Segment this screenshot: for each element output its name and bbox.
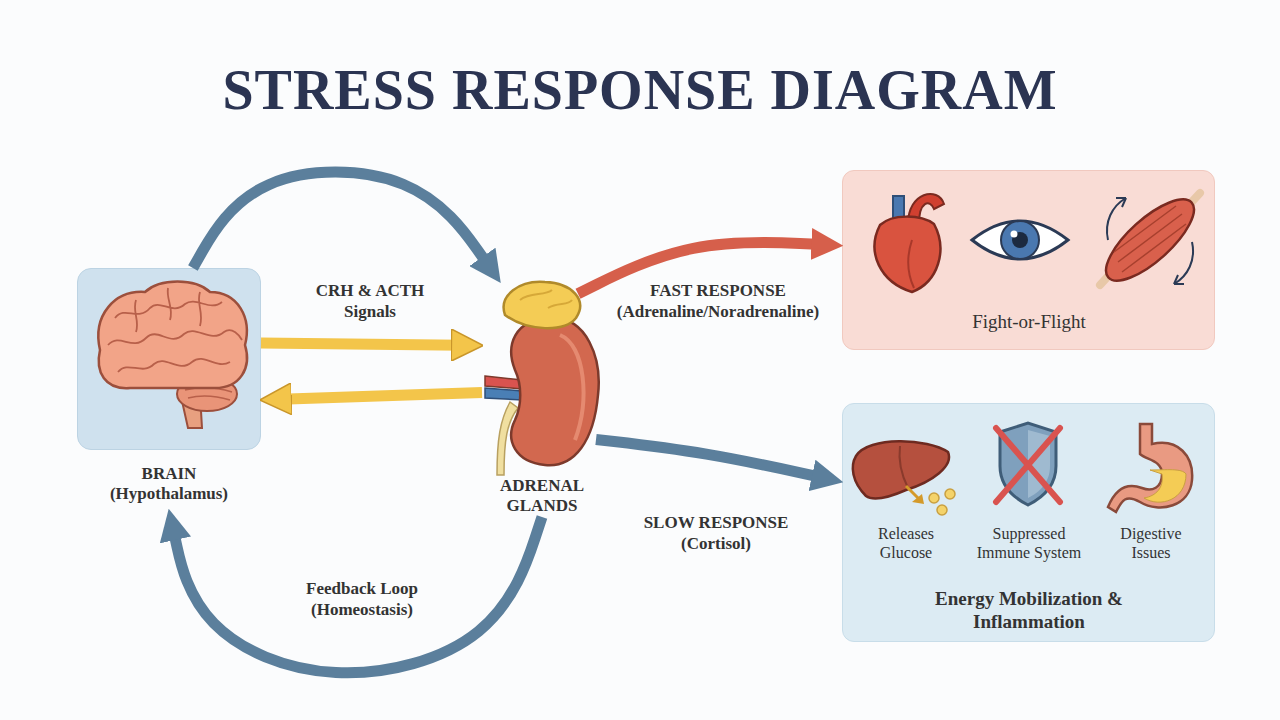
node-label: Releases Glucose [861,524,951,562]
connector-arrow [173,517,542,673]
node-label: BRAIN (Hypothalamus) [94,464,244,505]
cerebrum [98,282,247,389]
glucose-arrow-head [912,494,924,504]
connector-arrow [281,392,482,399]
kidney-highlight [560,335,583,440]
vein-vessel [893,196,904,224]
stomach-icon [1108,424,1192,512]
glucose-arrow [906,486,922,502]
edge-label: SLOW RESPONSE (Cortisol) [626,512,806,555]
heart-line [908,240,914,288]
iris [1001,221,1039,259]
connector-arrow [261,343,462,345]
liver [853,441,949,498]
eye-highlight [1011,231,1018,238]
node-shape [77,268,261,450]
glucose-dot [945,489,955,499]
node-label: ADRENAL GLANDS [487,476,597,517]
glucose-dot [929,493,939,503]
liver-lobe [899,446,908,488]
heart-icon [875,194,944,292]
adrenal-texture [520,290,572,308]
motion-arrow [1174,242,1193,284]
vein [485,388,522,400]
brainstem [180,392,202,428]
artery [485,376,522,389]
liver-icon [853,441,955,515]
eye-outline [972,221,1068,259]
cortisol-effects-box: Releases Glucose Suppressed Immune System… [842,403,1215,642]
connector-arrow [596,439,822,477]
edge-label: CRH & ACTH Signals [295,280,445,323]
pupil [1012,232,1028,248]
kidney [511,318,598,465]
muscle-fiber [1114,206,1186,272]
cerebellum [177,377,237,411]
muscle-icon [1094,187,1205,293]
kidney-illustration [485,282,599,475]
ureter [497,402,518,475]
stomach-content [1144,470,1186,502]
adrenal-gland [504,282,580,328]
node-label: Digestive Issues [1106,524,1196,562]
cross-mark [996,428,1060,502]
connector-arrow [193,172,489,268]
node-label: Fight-or-Flight [879,311,1179,334]
connector-arrow [578,242,822,293]
brain-illustration [98,282,247,429]
edge-label: FAST RESPONSE (Adrenaline/Noradrenaline) [603,280,833,323]
diagram-title: STRESS RESPONSE DIAGRAM [0,58,1280,122]
shield-icon [996,423,1060,505]
motion-arrow [1174,275,1184,284]
fight-or-flight-box: Fight-or-Flight [842,170,1215,350]
shield-highlight [1028,430,1050,498]
muscle-body [1094,187,1205,293]
cross-mark [996,428,1060,502]
edge-label: Feedback Loop (Homeostasis) [272,578,452,621]
adrenal-node: ADRENAL GLANDS [482,282,602,517]
motion-arrow [1116,198,1126,207]
motion-arrow [1107,198,1126,240]
tendon [1188,193,1200,206]
shield [1000,423,1056,505]
aorta [908,194,944,224]
brain-node: BRAIN (Hypothalamus) [77,268,261,510]
brain-fold [108,288,242,372]
stomach [1108,424,1192,512]
tendon [1100,272,1112,285]
node-label: Suppressed Immune System [967,524,1092,562]
eye-icon [972,221,1068,259]
box-heading: Energy Mobilization & Inflammation [879,588,1179,634]
cerebellum-fold [185,387,232,400]
glucose-dot [937,505,947,515]
heart-body [875,217,941,292]
